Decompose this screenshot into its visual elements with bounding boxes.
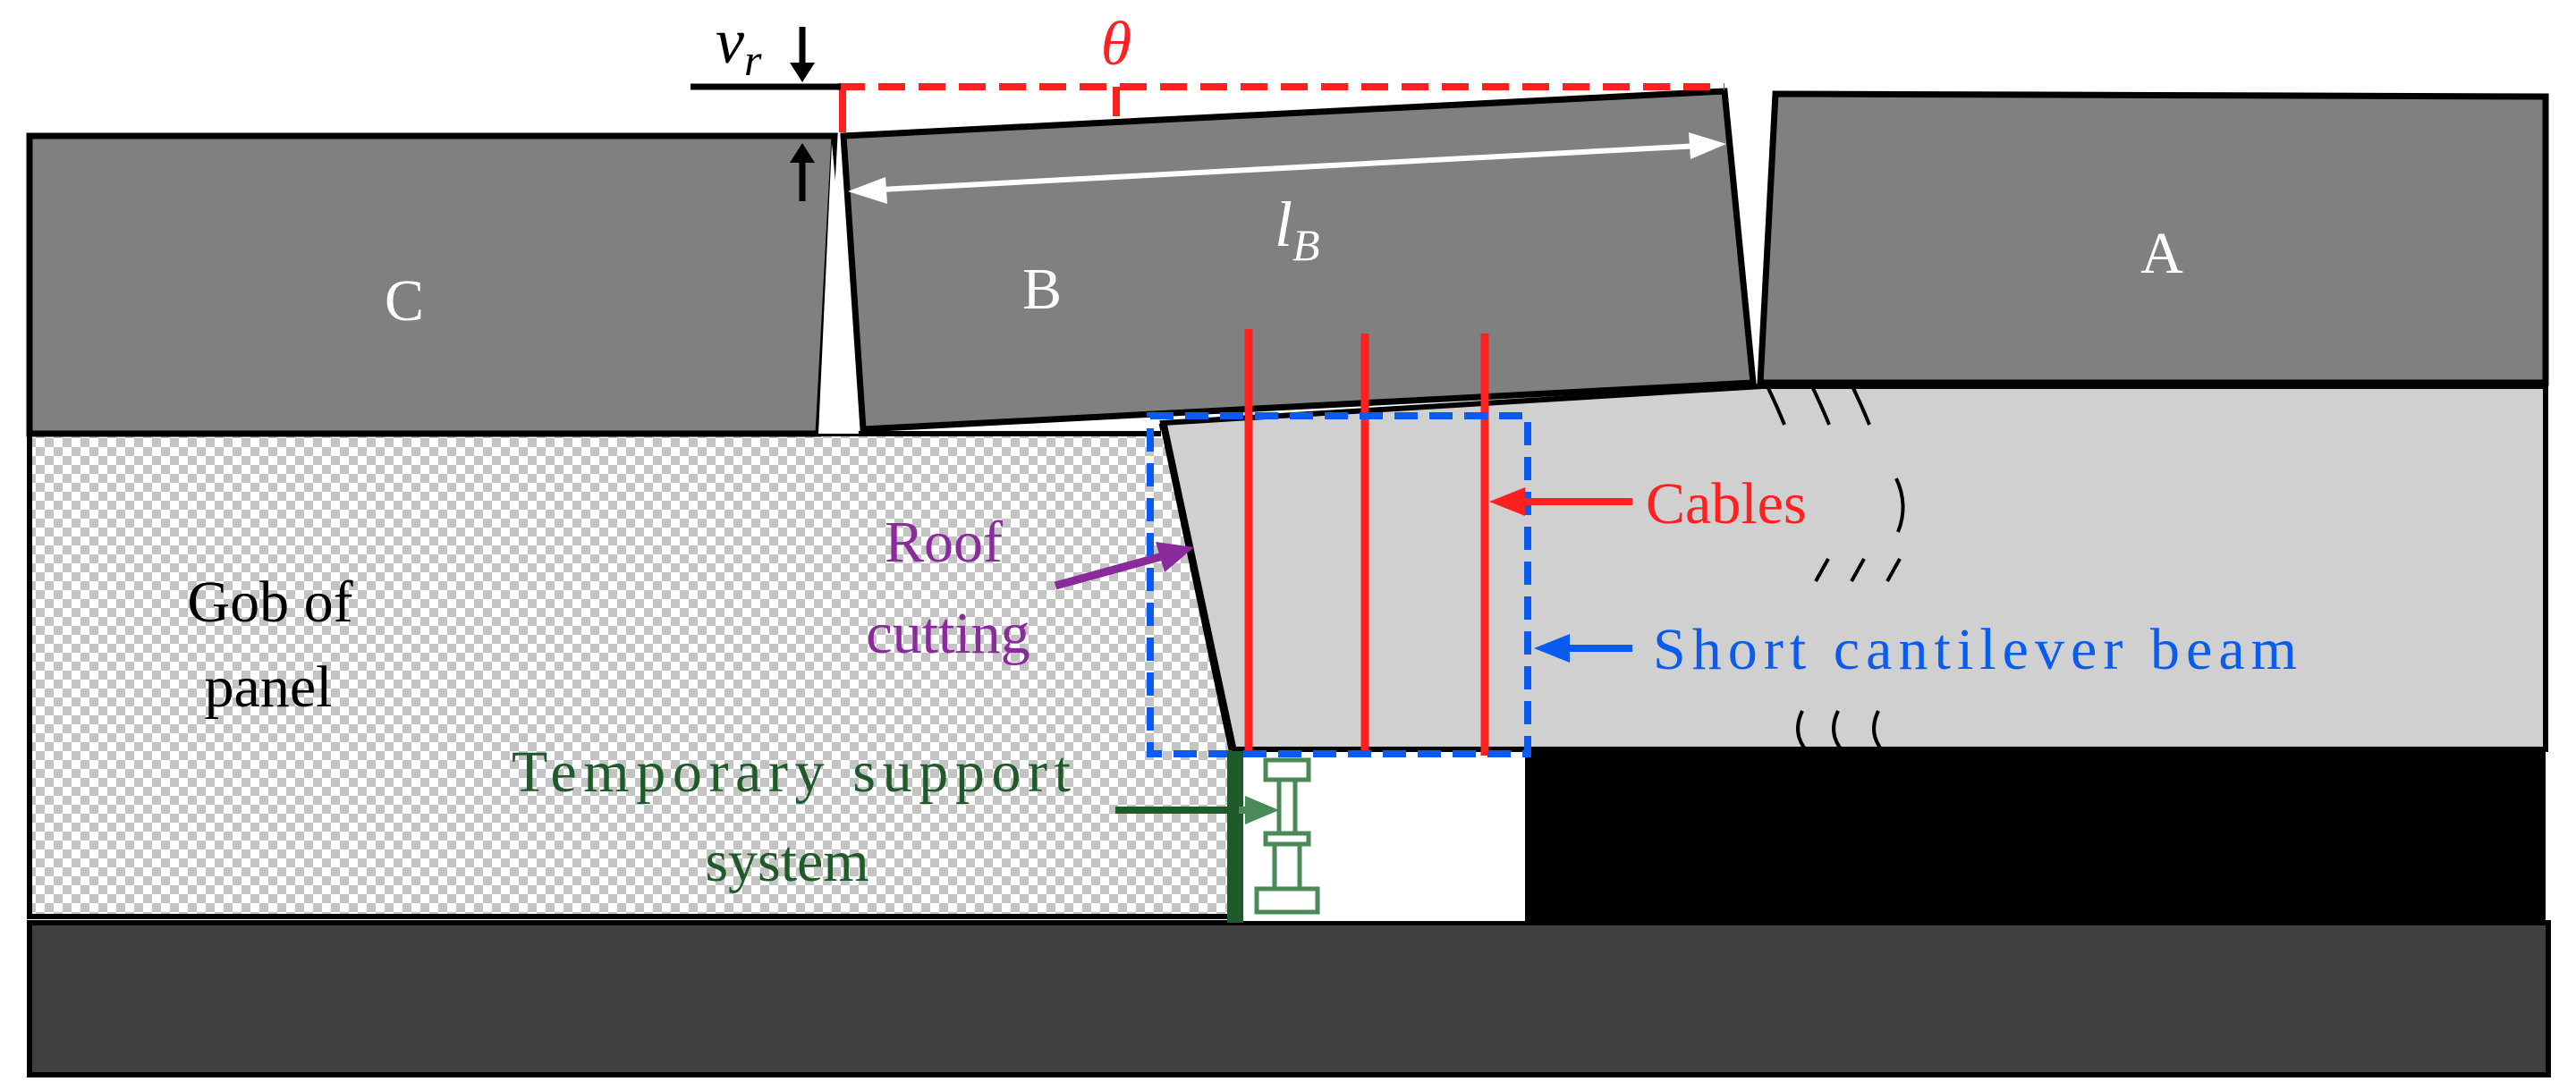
cut-gob-wedge: [1161, 429, 1227, 745]
vr-symbol: vr: [716, 5, 762, 85]
vr-main: v: [716, 5, 744, 77]
fracture-marks: [1765, 384, 1905, 753]
temporary-support: [1227, 751, 1320, 923]
gob-label-line2: panel: [205, 655, 333, 720]
lb-dimension-arrow: [848, 132, 1726, 204]
roof-cutting-arrow: [1054, 542, 1194, 590]
lb-main: l: [1275, 189, 1292, 260]
block-a: [1757, 90, 2549, 386]
support-arrow: [1115, 796, 1279, 824]
floor-stratum: [27, 920, 2551, 1077]
theta-reference: [838, 83, 1724, 132]
immediate-roof: [1159, 384, 2548, 752]
block-a-label: A: [2140, 221, 2183, 286]
gob-label-line1: Gob of: [187, 570, 352, 635]
block-c-label: C: [385, 268, 424, 334]
coal-seam: [1525, 749, 2546, 921]
gob-area: [27, 431, 1235, 919]
beam-arrow: [1534, 634, 1632, 663]
cables-arrow: [1489, 487, 1632, 516]
support-label-line2: system: [705, 829, 869, 894]
roof-cutting-line: [1158, 422, 1237, 750]
theta-symbol: θ: [1101, 10, 1131, 79]
gap-cb: [818, 143, 859, 434]
cables: [1244, 329, 1489, 756]
roof-cutting-label-line1: Roof: [885, 510, 1003, 575]
vr-indicator: [691, 27, 841, 201]
block-b-label: B: [1022, 257, 1062, 322]
cantilever-beam-box: [1147, 412, 1531, 757]
roof-cutting-label-line2: cutting: [866, 601, 1030, 666]
cables-label: Cables: [1646, 471, 1807, 537]
lb-symbol: lB: [1275, 189, 1320, 270]
vr-sub: r: [744, 35, 762, 85]
lb-sub: B: [1292, 220, 1320, 270]
block-b: [840, 88, 1757, 433]
block-c: [26, 132, 838, 437]
